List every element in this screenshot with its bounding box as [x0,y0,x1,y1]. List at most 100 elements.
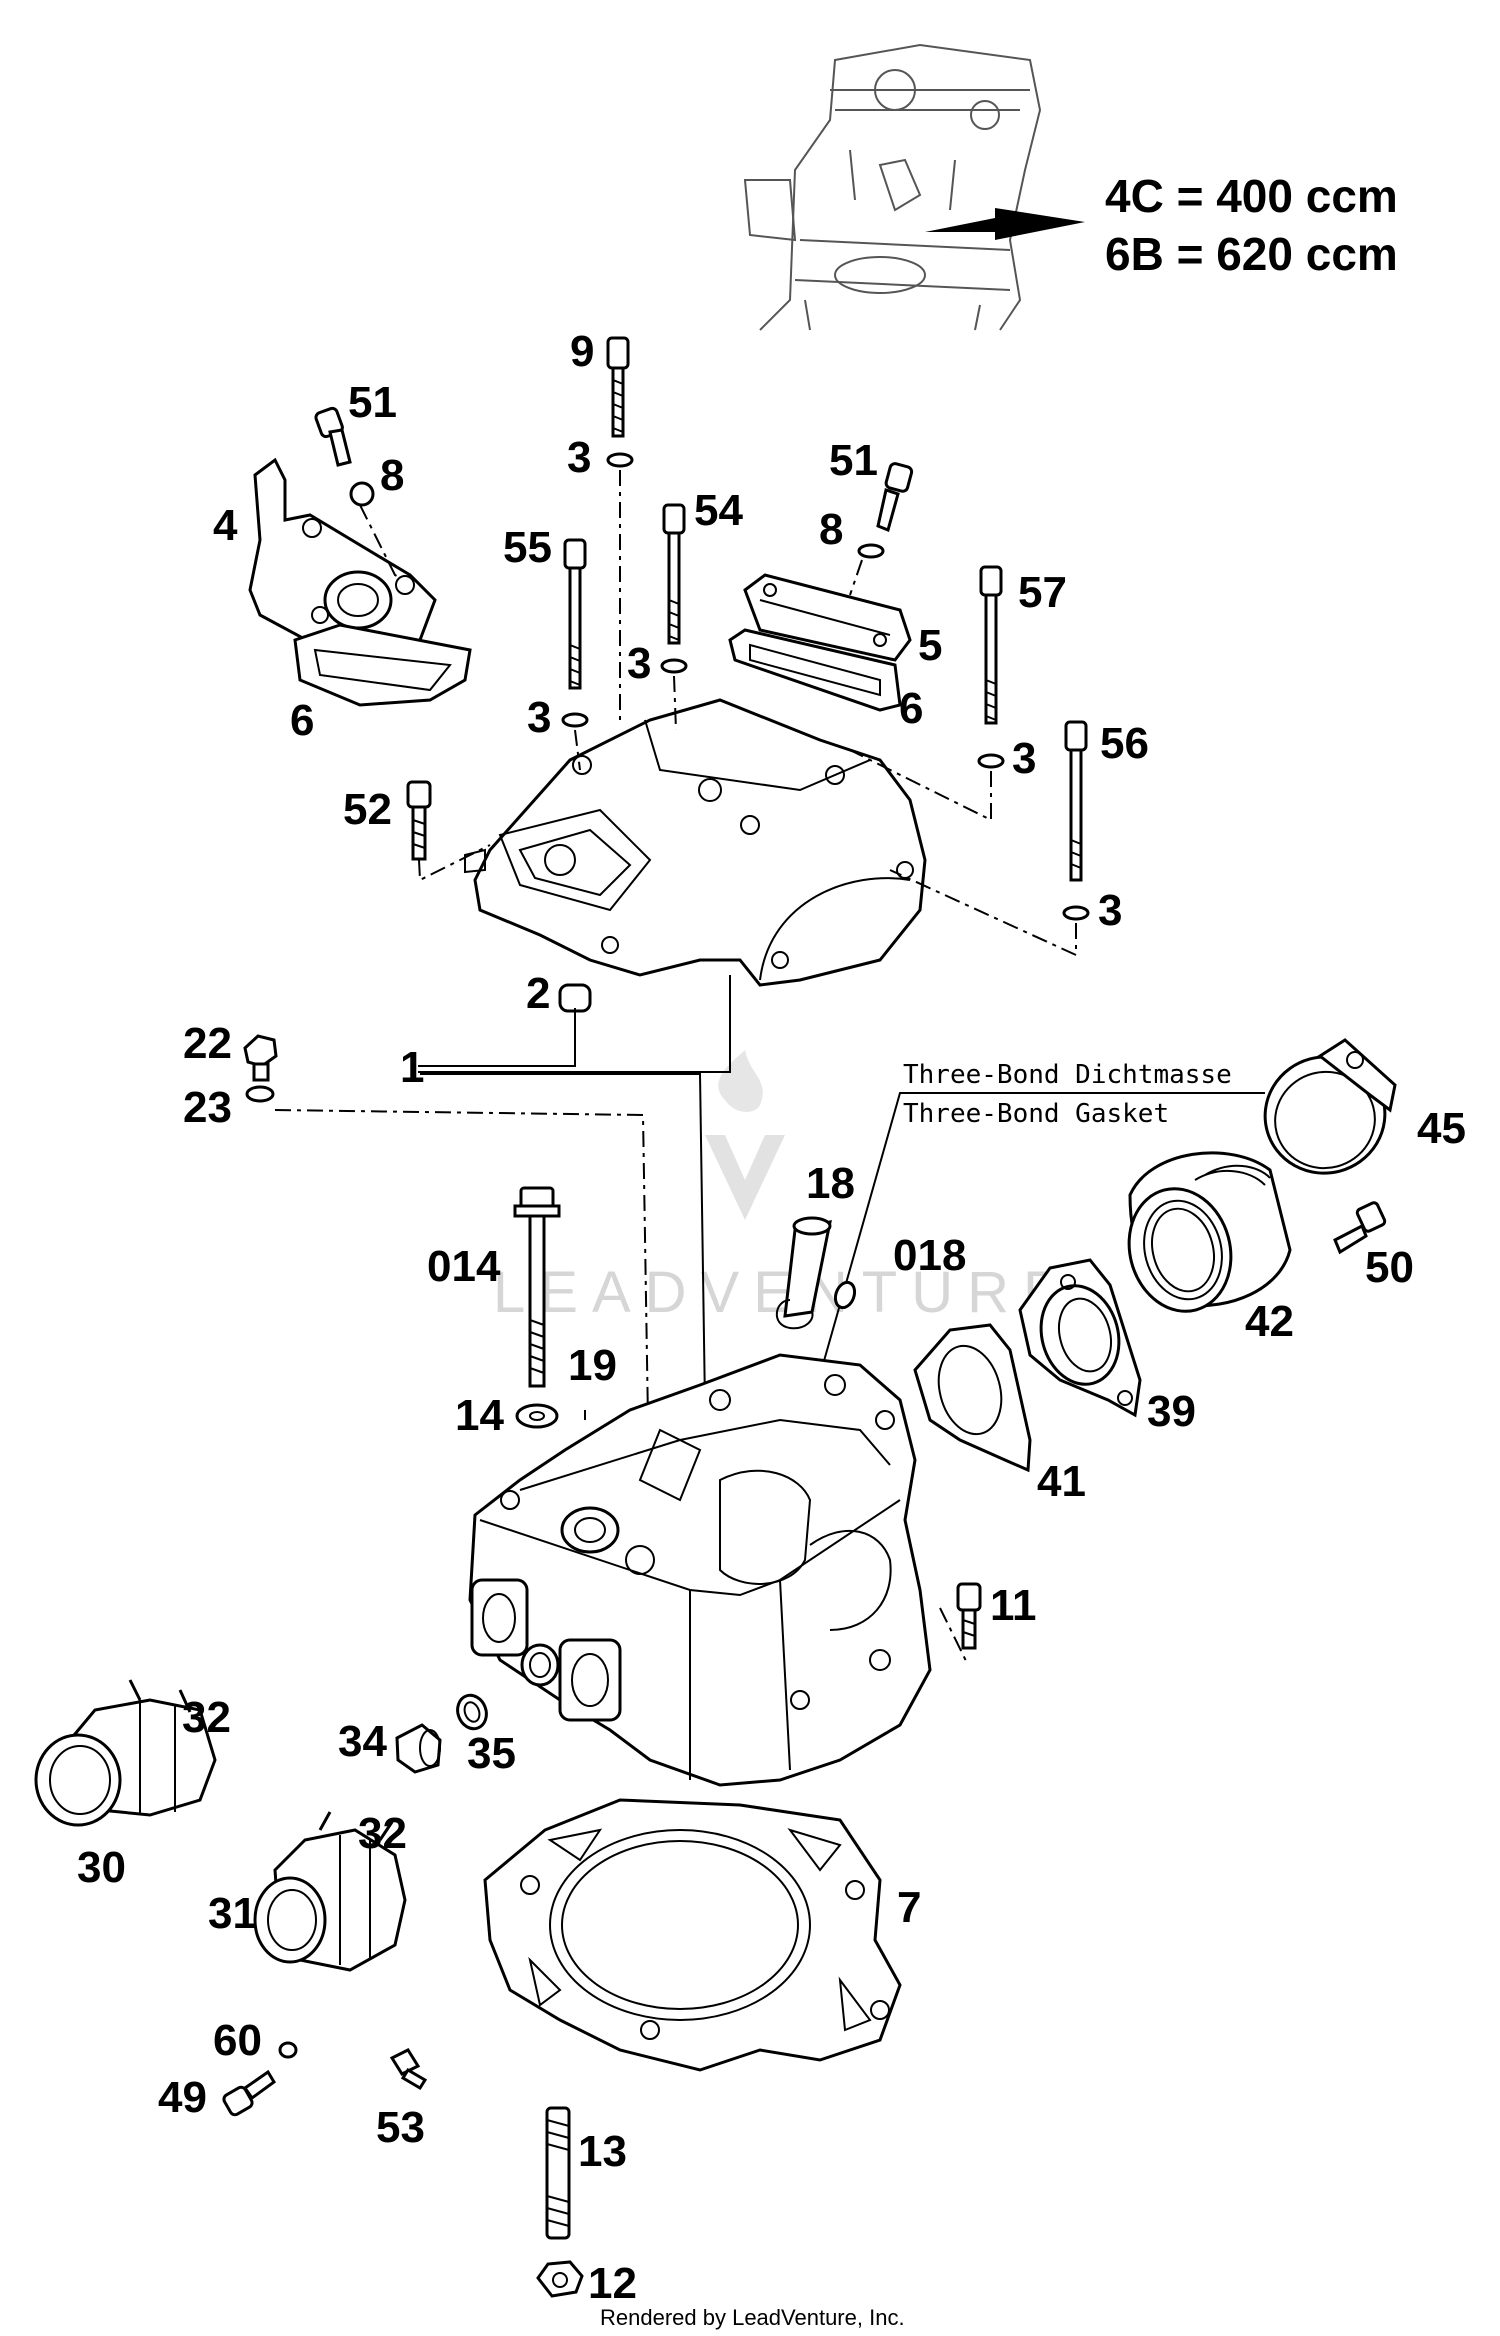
label-8-a: 8 [380,451,404,500]
label-54: 54 [694,486,743,535]
washer-3-c [561,712,589,728]
leader-part-1 [418,975,731,1406]
label-12: 12 [588,2259,637,2308]
screw-53 [389,2048,428,2091]
label-5: 5 [918,621,942,670]
note-dichtmasse: Three-Bond Dichtmasse [903,1060,1232,1090]
plug-22 [243,1034,278,1082]
label-55: 55 [503,523,552,572]
bolt-11 [956,1582,982,1650]
label-018: 018 [893,1231,966,1280]
alignment-lines [274,470,1077,1666]
label-57: 57 [1018,568,1067,617]
bolt-014 [513,1186,561,1388]
flange-39 [1018,1258,1142,1418]
label-014: 014 [427,1242,501,1291]
footer-credit: Rendered by LeadVenture, Inc. [600,2305,905,2330]
washer-8-left [349,481,375,507]
o-ring-35-inner [463,1701,481,1723]
head-gasket-7 [483,1798,902,2072]
bolt-9 [606,336,630,438]
cylinder-head-cover [464,698,927,987]
label-51-b: 51 [829,436,878,485]
washer-14-hole [529,1411,545,1421]
label-6-b: 6 [899,684,923,733]
label-22: 22 [183,1019,232,1068]
engine-reference-drawing [743,43,1085,331]
stud-13 [545,2106,571,2240]
label-4: 4 [213,501,238,550]
washer-3-b [660,658,688,674]
label-2: 2 [526,969,550,1018]
watermark: LEADVENTURE [493,1050,1062,1325]
bolt-54 [662,503,686,645]
label-7: 7 [897,1883,921,1932]
note-gasket: Three-Bond Gasket [903,1099,1169,1129]
spec-400ccm: 4C = 400 ccm [1105,170,1398,222]
label-42: 42 [1245,1297,1294,1346]
bolt-55 [563,538,587,690]
label-53: 53 [376,2103,425,2152]
label-3-e: 3 [1098,886,1122,935]
label-13: 13 [578,2127,627,2176]
label-56: 56 [1100,719,1149,768]
washer-3-d [977,753,1005,769]
bolt-51-right [876,462,914,533]
label-60: 60 [213,2016,262,2065]
exhaust-flange-31 [253,1811,407,1972]
label-30: 30 [77,1843,126,1892]
label-31: 31 [208,1889,257,1938]
hose-clamp-45 [1263,1038,1397,1175]
washer-14 [515,1403,559,1429]
label-34: 34 [338,1717,387,1766]
intake-boot-42 [1127,1151,1292,1313]
cylinder-head [468,1353,932,1787]
label-3-d: 3 [1012,734,1036,783]
water-outlet [248,457,472,707]
o-ring-35 [456,1693,488,1731]
washer-60 [278,2041,298,2059]
label-14: 14 [455,1391,504,1440]
gasket-41 [913,1323,1032,1473]
bolt-57 [979,565,1003,725]
spec-620ccm: 6B = 620 ccm [1105,228,1398,280]
bolt-51-left [314,406,352,467]
label-35: 35 [467,1729,516,1778]
label-18: 18 [806,1159,855,1208]
label-41: 41 [1037,1457,1086,1506]
label-6-a: 6 [290,696,314,745]
label-52: 52 [343,785,392,834]
washer-3-e [1062,905,1090,921]
label-11: 11 [990,1581,1037,1630]
label-39: 39 [1147,1387,1196,1436]
label-9: 9 [570,327,594,376]
label-3-a: 3 [567,433,591,482]
label-32-b: 32 [358,1809,407,1858]
bolt-56 [1064,720,1088,882]
label-45: 45 [1417,1104,1466,1153]
dowel-sleeve-2 [558,983,592,1013]
label-32-a: 32 [182,1693,231,1742]
label-49: 49 [158,2073,207,2122]
washer-23 [245,1085,275,1103]
label-8-b: 8 [819,505,843,554]
label-50: 50 [1365,1243,1414,1292]
bolt-50 [1333,1201,1387,1255]
label-23: 23 [183,1083,232,1132]
label-3-b: 3 [627,639,651,688]
washer-8-right [857,543,885,559]
bolt-49 [222,2069,276,2117]
clip-018 [833,1280,857,1310]
washer-3-a [606,452,634,468]
inspection-cover [728,573,912,712]
plug-34 [395,1723,442,1774]
label-3-c: 3 [527,693,551,742]
label-51-a: 51 [348,378,397,427]
part-labels: 1 2 3 3 3 3 3 4 5 6 6 7 8 8 9 11 12 13 0… [77,327,1466,2308]
label-19: 19 [568,1341,617,1390]
nut-12 [536,2260,584,2298]
bolt-52 [406,780,432,861]
label-1: 1 [400,1043,424,1092]
valve-guide-18 [775,1216,832,1330]
